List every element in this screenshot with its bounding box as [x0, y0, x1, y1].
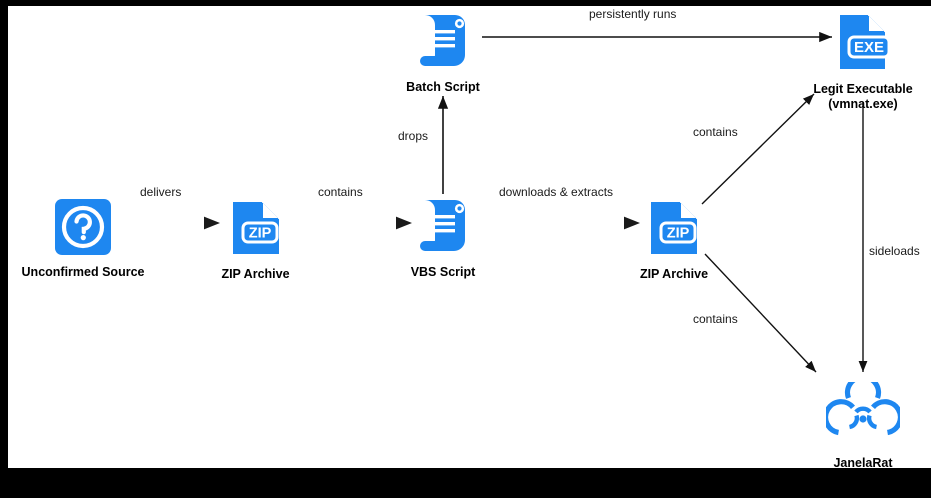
edge-label-delivers: delivers — [140, 185, 182, 199]
node-label-legit-executable-main: Legit Executable — [813, 82, 913, 96]
node-label-batch-script: Batch Script — [406, 80, 480, 94]
zip-file-icon: ZIP — [227, 199, 285, 262]
node-label-vbs-script: VBS Script — [410, 265, 476, 279]
node-label-zip-archive-2: ZIP Archive — [639, 267, 709, 281]
node-vbs-script[interactable]: VBS Script — [380, 197, 506, 280]
exe-file-icon: EXE — [832, 12, 894, 77]
node-janelarat[interactable]: JanelaRat (DLL) — [788, 374, 931, 468]
script-scroll-icon — [413, 197, 473, 260]
edge-label-contains-1: contains — [318, 185, 363, 199]
node-batch-script[interactable]: Batch Script — [380, 12, 506, 95]
node-label-janelarat: JanelaRat (DLL) — [833, 456, 892, 468]
node-zip-archive-1[interactable]: ZIP ZIP Archive — [188, 199, 323, 282]
node-label-legit-executable-sub: (vmnat.exe) — [828, 97, 898, 111]
node-label-legit-executable: Legit Executable (vmnat.exe) — [813, 82, 912, 112]
svg-text:ZIP: ZIP — [667, 226, 690, 242]
node-zip-archive-2[interactable]: ZIP ZIP Archive — [608, 199, 740, 282]
biohazard-icon — [822, 374, 904, 451]
diagram-canvas: delivers contains drops downloads & extr… — [8, 6, 931, 468]
edge-label-downloads-extracts: downloads & extracts — [499, 185, 614, 199]
svg-text:EXE: EXE — [854, 39, 884, 56]
node-legit-executable[interactable]: EXE Legit Executable (vmnat.exe) — [768, 12, 931, 112]
node-label-zip-archive-1: ZIP Archive — [221, 267, 290, 281]
edge-label-contains-3: contains — [693, 312, 738, 326]
edge-label-drops: drops — [398, 129, 429, 143]
question-mark-icon — [55, 199, 111, 260]
svg-text:ZIP: ZIP — [248, 226, 271, 242]
edge-label-contains-2: contains — [693, 125, 738, 139]
script-scroll-icon — [413, 12, 473, 75]
edge-label-sideloads: sideloads — [869, 244, 920, 258]
node-unconfirmed-source[interactable]: Unconfirmed Source — [8, 199, 158, 280]
node-label-janelarat-main: JanelaRat — [833, 456, 893, 468]
edge-label-persistently-runs: persistently runs — [589, 7, 677, 21]
zip-file-icon: ZIP — [645, 199, 703, 262]
node-label-unconfirmed-source: Unconfirmed Source — [21, 265, 145, 279]
